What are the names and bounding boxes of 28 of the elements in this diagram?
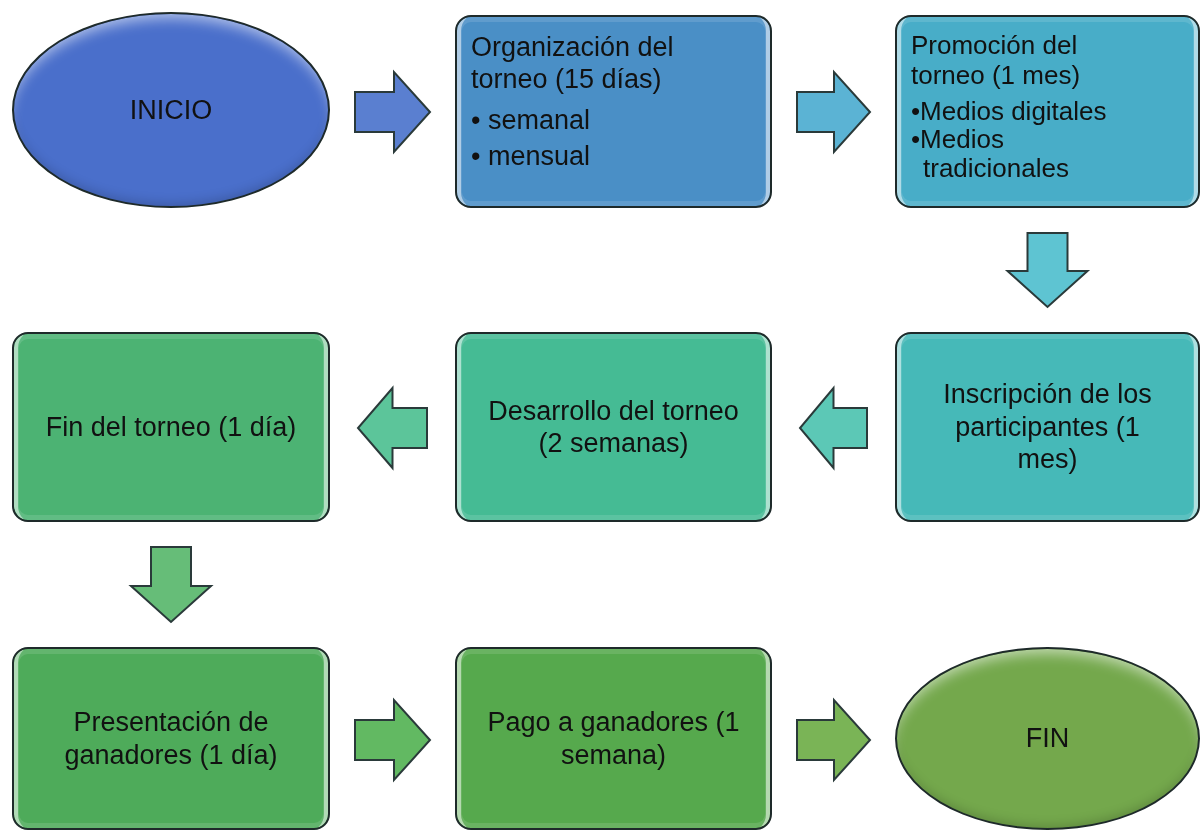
block-arrow [796, 697, 872, 783]
node-text: Desarrollo del torneo (2 semanas) [487, 394, 740, 460]
process-box [455, 332, 772, 522]
node-text: INICIO [129, 93, 213, 127]
bullet-item: •Medios tradicionales [911, 125, 1069, 183]
node-text: Fin del torneo (1 día) [45, 410, 297, 444]
node-text: Presentación de ganadores (1 día) [63, 706, 279, 771]
block-arrow [1004, 232, 1091, 309]
block-arrow [796, 69, 872, 155]
process-box [455, 15, 772, 208]
node-text: Promoción del torneo (1 mes) [911, 31, 1082, 91]
bullet-item: •Medios digitales [911, 96, 1108, 126]
node-text: Inscripción de los participantes (1 mes) [942, 378, 1153, 476]
block-arrow [128, 546, 214, 624]
block-arrow [354, 69, 432, 155]
bullet-item: • semanal [471, 103, 590, 137]
process-box [455, 647, 772, 830]
block-arrow [798, 385, 868, 471]
process-box [12, 332, 330, 522]
process-box [895, 332, 1200, 522]
block-arrow [354, 697, 432, 783]
node-text: FIN [1025, 722, 1070, 755]
process-box [12, 647, 330, 830]
node-text: Pago a ganadores (1 semana) [487, 706, 740, 771]
process-box [895, 15, 1200, 208]
block-arrow [356, 385, 428, 471]
node-text: Organización del torneo (15 días) [471, 31, 675, 96]
bullet-item: • mensual [471, 140, 590, 174]
